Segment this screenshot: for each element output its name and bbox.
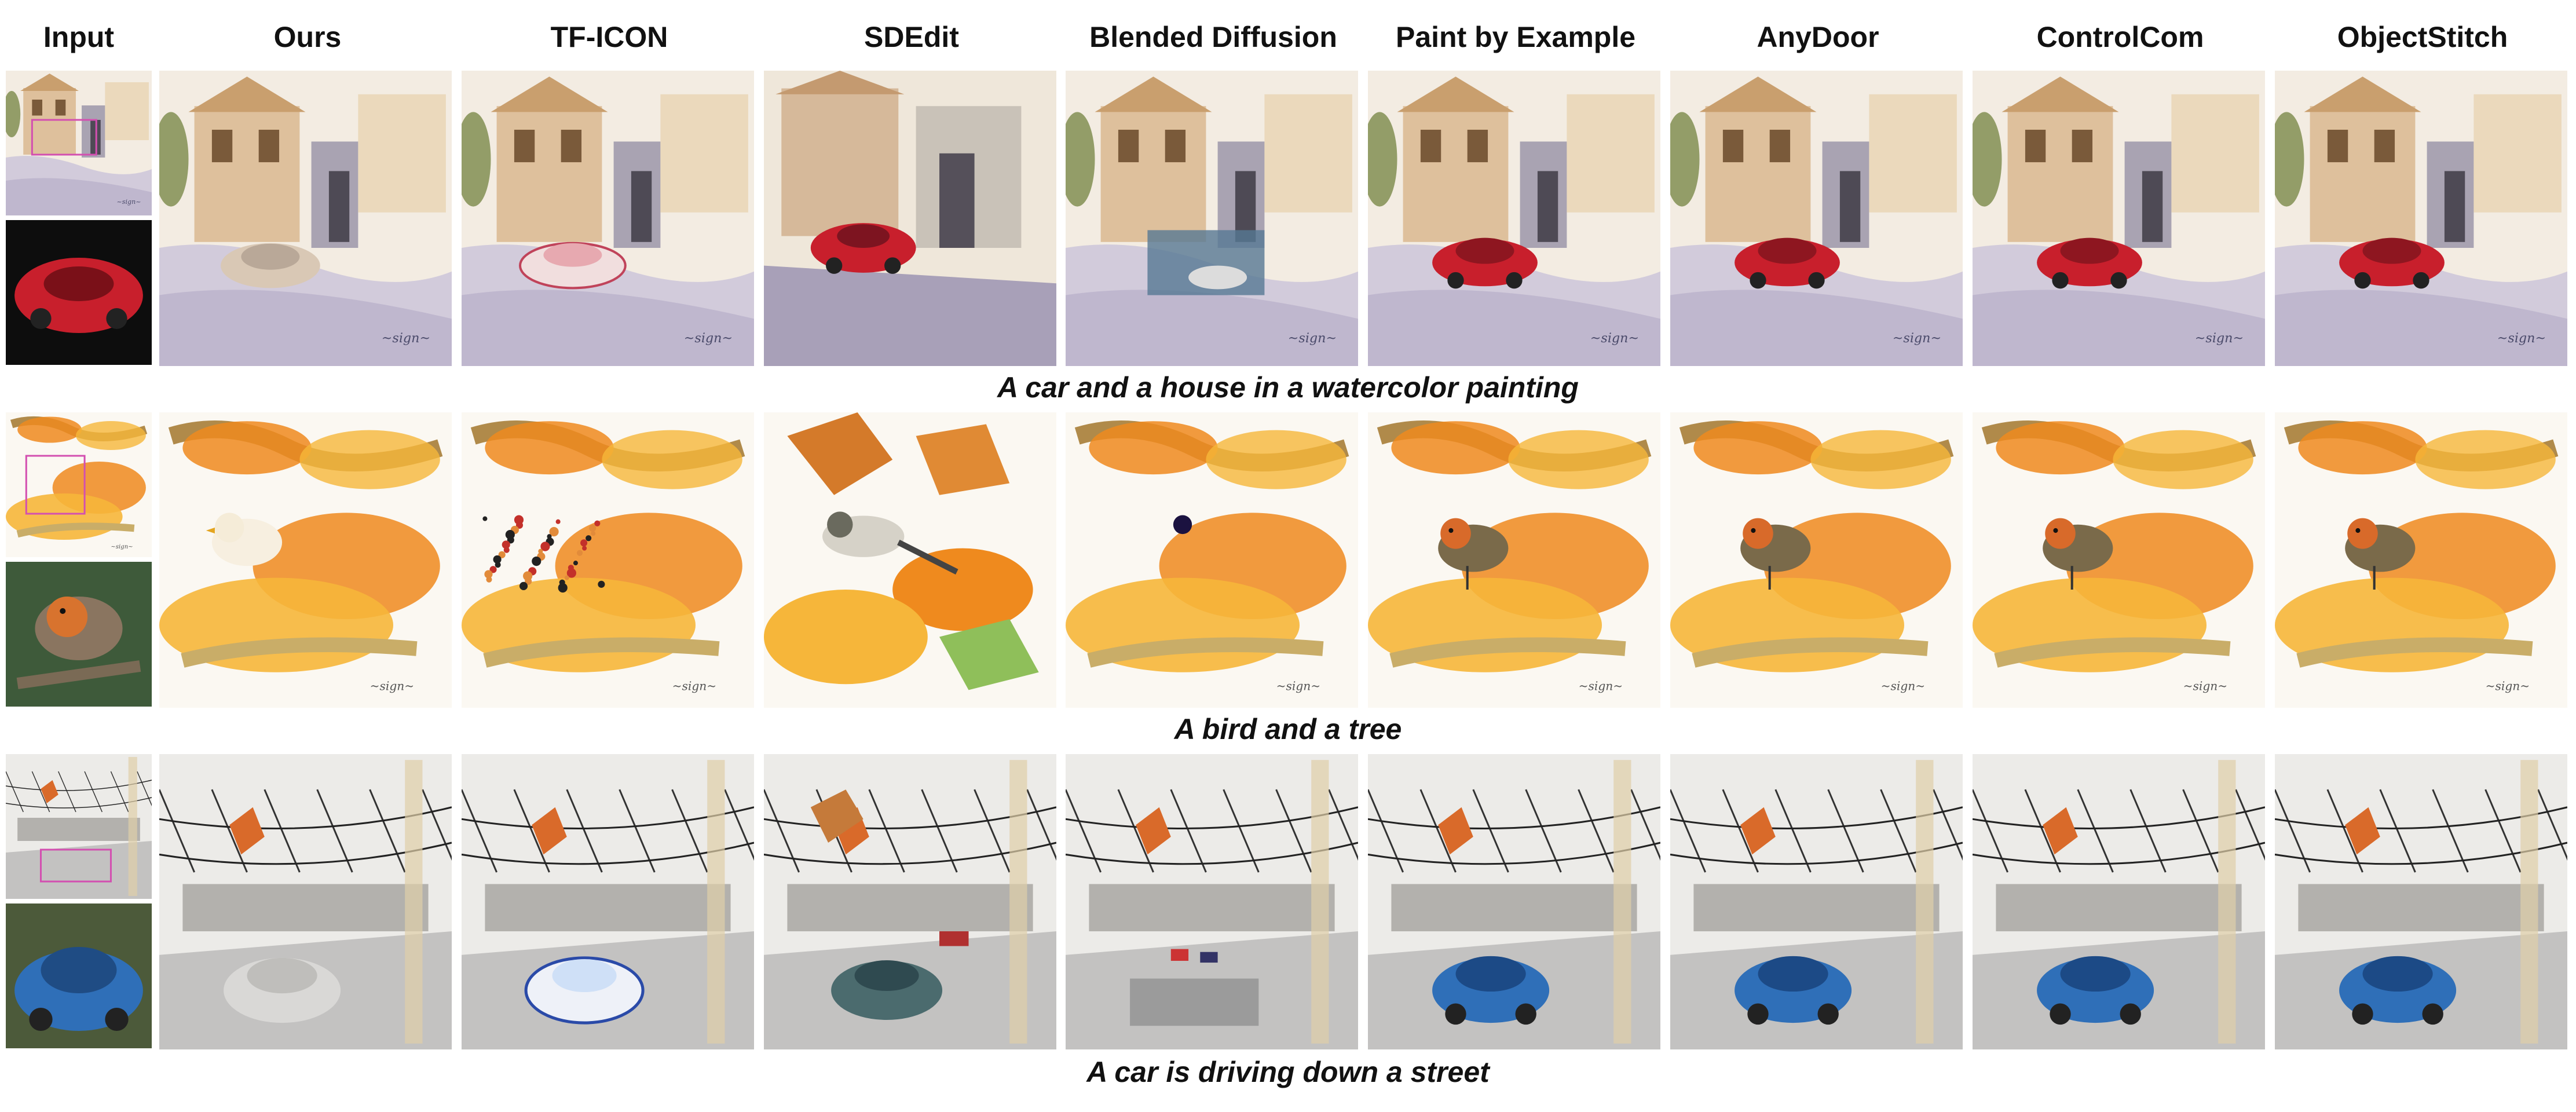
result-image-house-blended-diffusion: ~sign~ [1066,71,1358,366]
result-image-house-paint-by-example: ~sign~ [1368,71,1660,366]
svg-text:~sign~: ~sign~ [2195,331,2244,346]
result-image-house-ours: ~sign~ [159,71,452,366]
input-background-street [6,754,152,899]
svg-text:~sign~: ~sign~ [2183,679,2228,693]
svg-text:~sign~: ~sign~ [382,331,430,346]
result-image-street-objectstitch [2275,754,2567,1049]
input-background-house: ~sign~ [6,71,152,215]
svg-text:~sign~: ~sign~ [370,679,415,693]
result-image-bird-paint-by-example: ~sign~ [1368,412,1660,708]
svg-text:~sign~: ~sign~ [1893,331,1941,346]
input-background-tree: ~sign~ [6,412,152,557]
result-image-house-tf-icon: ~sign~ [462,71,754,366]
result-image-bird-ours: ~sign~ [159,412,452,708]
result-image-house-sdedit [764,71,1056,366]
svg-text:~sign~: ~sign~ [1590,331,1639,346]
row-caption-1: A car and a house in a watercolor painti… [997,371,1579,404]
result-image-street-tf-icon [462,754,754,1049]
svg-text:~sign~: ~sign~ [684,331,733,346]
result-image-street-blended-diffusion [1066,754,1358,1049]
svg-text:~sign~: ~sign~ [117,198,141,206]
svg-text:~sign~: ~sign~ [1579,679,1623,693]
column-header-anydoor: AnyDoor [1757,21,1879,53]
result-image-street-controlcom [1973,754,2265,1049]
column-header-blended-diffusion: Blended Diffusion [1089,21,1337,53]
result-image-bird-blended-diffusion: ~sign~ [1066,412,1358,708]
result-image-bird-controlcom: ~sign~ [1973,412,2265,708]
result-image-bird-objectstitch: ~sign~ [2275,412,2567,708]
column-header-tf-icon: TF-ICON [550,21,668,53]
result-image-house-objectstitch: ~sign~ [2275,71,2567,366]
row-caption-3: A car is driving down a street [1086,1056,1490,1088]
svg-text:~sign~: ~sign~ [1881,679,1926,693]
svg-text:~sign~: ~sign~ [1288,331,1337,346]
column-header-sdedit: SDEdit [864,21,959,53]
column-header-input: Input [43,21,115,53]
row-caption-2: A bird and a tree [1174,713,1402,745]
result-image-bird-anydoor: ~sign~ [1670,412,1963,708]
result-image-street-anydoor [1670,754,1963,1049]
result-image-bird-tf-icon: ~sign~ [462,412,754,708]
input-object-car [6,220,152,365]
result-image-street-paint-by-example [1368,754,1660,1049]
svg-text:~sign~: ~sign~ [111,544,133,550]
column-header-controlcom: ControlCom [2036,21,2204,53]
result-image-street-ours [159,754,452,1049]
svg-text:~sign~: ~sign~ [672,679,717,693]
input-object-bird [6,562,152,707]
column-header-ours: Ours [273,21,342,53]
input-object-beetle [6,904,152,1048]
svg-text:~sign~: ~sign~ [2486,679,2530,693]
result-image-street-sdedit [764,754,1056,1049]
svg-text:~sign~: ~sign~ [2497,331,2546,346]
result-image-house-controlcom: ~sign~ [1973,71,2265,366]
result-image-house-anydoor: ~sign~ [1670,71,1963,366]
column-header-objectstitch: ObjectStitch [2337,21,2508,53]
svg-text:~sign~: ~sign~ [1276,679,1321,693]
column-header-paint-by-example: Paint by Example [1395,21,1636,53]
result-image-bird-sdedit [764,412,1056,708]
